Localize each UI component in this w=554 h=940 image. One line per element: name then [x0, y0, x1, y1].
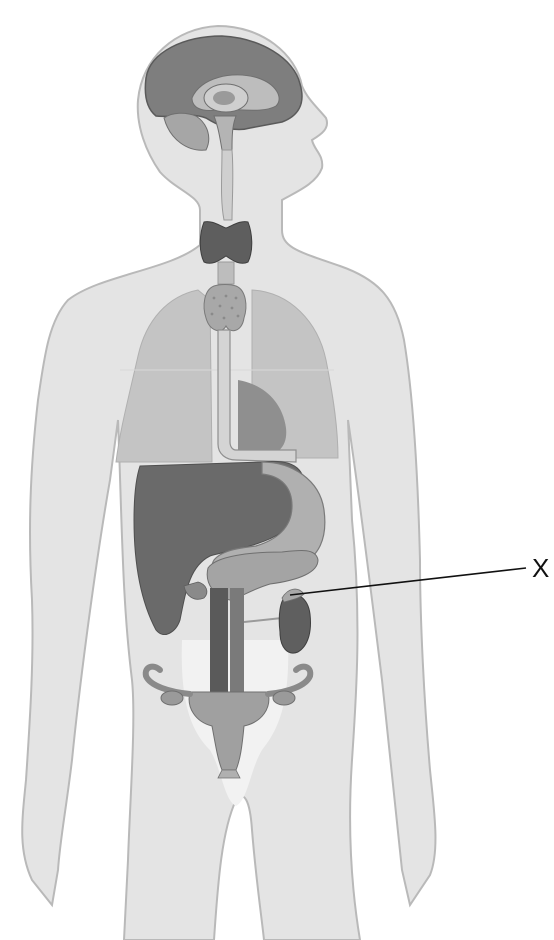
- ovary-left: [161, 691, 183, 705]
- trachea: [218, 262, 234, 284]
- thymus: [204, 285, 246, 331]
- aorta: [230, 588, 244, 700]
- label-x: X: [532, 553, 549, 583]
- vagina: [218, 770, 240, 778]
- vena-cava: [210, 588, 228, 700]
- kidney: [279, 594, 310, 653]
- spinal-cord: [222, 150, 233, 220]
- ovary-right: [273, 691, 295, 705]
